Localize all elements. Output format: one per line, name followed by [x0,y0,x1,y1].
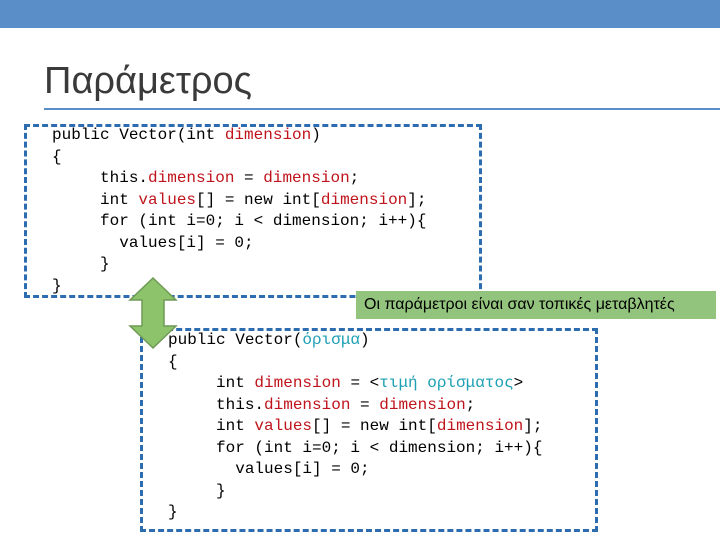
code-token: [] = new int[ [312,417,437,435]
code-token: dimension [263,169,350,187]
code-token: ) [311,126,321,144]
code-token: values[i] = 0; [168,460,370,478]
code-token: for (int i=0; i < dimension; i++){ [168,438,543,457]
code-token: } [52,276,62,295]
code-line: for (int i=0; i < dimension; i++){ [52,211,426,233]
slide-title: Παράμετρος [44,60,252,102]
code-token: = [350,395,380,414]
code-token: { [52,147,62,166]
code-token: ; [349,169,360,187]
code-line: } [168,481,542,503]
code-line: this.dimension = dimension; [168,395,542,417]
code-token: dimension [436,417,524,435]
code-token: } [168,503,178,521]
code-line: int dimension = <τιμή ορίσματος> [168,373,542,395]
code-line: } [52,276,426,298]
code-token: int [168,374,255,392]
code-token: values[i] = 0; [52,233,254,252]
code-token: > [513,374,524,392]
code-token: public Vector(int [52,126,225,144]
code-token: dimension [254,374,341,392]
code-token: int [52,190,139,209]
code-token: dimension [224,126,312,144]
code-line: { [52,147,426,169]
code-token: values [138,190,197,209]
code-line: } [168,502,542,524]
code-token: [] = new int[ [196,190,321,209]
code-token: = < [340,374,380,392]
code-box-expanded [140,328,598,532]
code-token: όρισμα [302,331,361,349]
code-token: int [168,417,255,435]
code-box-constructor [24,124,482,298]
code-token: } [168,481,226,500]
code-token: ]; [407,190,427,209]
code-line: int values[] = new int[dimension]; [168,416,542,438]
code-block-expanded: public Vector(όρισμα){ int dimension = <… [168,330,542,524]
code-token: { [168,352,178,371]
code-token: for (int i=0; i < dimension; i++){ [52,212,427,230]
code-token: this. [168,395,265,414]
code-line: for (int i=0; i < dimension; i++){ [168,438,542,460]
code-token: this. [52,169,149,187]
code-line: { [168,352,542,374]
code-token: values [254,417,313,435]
code-line: } [52,254,426,276]
code-line: int values[] = new int[dimension]; [52,190,426,212]
code-token: dimension [148,169,235,187]
code-line: values[i] = 0; [168,459,542,481]
code-block-constructor: public Vector(int dimension){ this.dimen… [52,125,426,297]
double-headed-vertical-arrow-icon [128,276,178,350]
code-token: = [234,169,264,187]
callout-note: Οι παράμετροι είναι σαν τοπικές μεταβλητ… [356,291,716,319]
code-token: ; [465,395,476,414]
code-token: ]; [523,417,543,435]
code-token: τιμή ορίσματος [379,374,514,392]
code-line: public Vector(int dimension) [52,125,426,147]
code-line: this.dimension = dimension; [52,168,426,190]
code-token: dimension [320,190,408,209]
code-token: public Vector( [168,331,303,349]
code-token: dimension [264,395,351,414]
code-token: ) [360,331,370,349]
code-line: public Vector(όρισμα) [168,330,542,352]
title-underline [44,108,720,110]
code-line: values[i] = 0; [52,233,426,255]
code-token: } [52,255,110,273]
top-accent-bar [0,0,720,28]
code-token: dimension [379,395,466,414]
